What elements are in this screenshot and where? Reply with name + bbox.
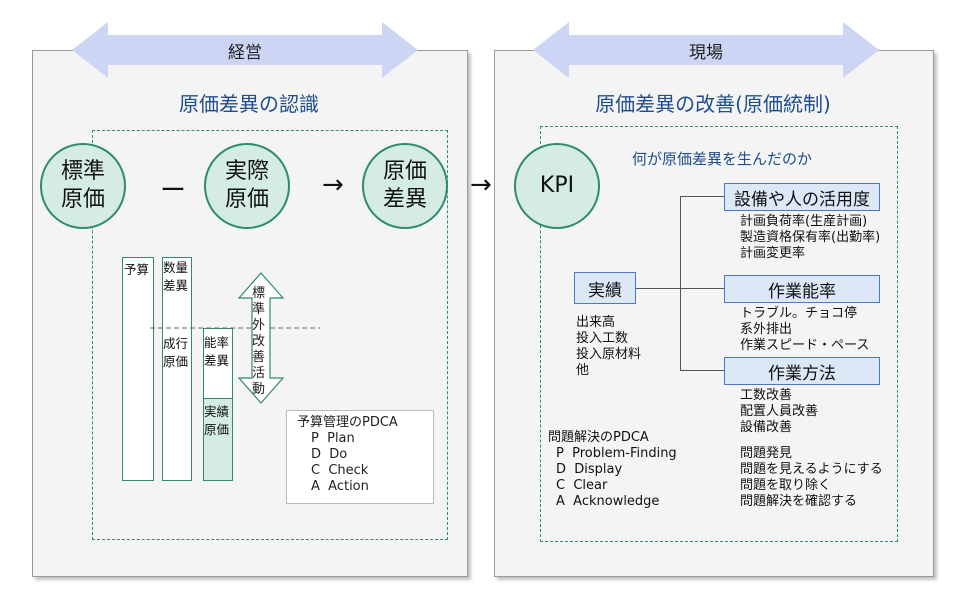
right-panel-title: 原価差異の改善(原価統制) [595,92,831,116]
work-method-item: 設備改善 [740,420,793,435]
budget-bar [122,257,154,481]
budget-pdca-title: 予算管理のPDCA [297,415,398,430]
kpi-circle: KPI [514,143,600,229]
right-dashed-frame [540,126,898,542]
standard-cost-circle: 標準 原価 [40,143,126,229]
field-arrow-icon [533,22,879,78]
budget-label: 予算 [124,262,150,277]
work-efficiency-item: 系外排出 [740,322,793,337]
standard-line [150,327,320,329]
budget-pdca-item: D Do [311,447,348,462]
improvement-up-down-arrow-icon [238,272,284,404]
problem-pdca-meaning: 問題発見 [740,446,793,461]
actual-box: 実績 [574,272,636,304]
management-label: 経営 [228,43,262,63]
improvement-activity-label: 標準外改善活動 [252,286,266,397]
right-panel [494,50,934,577]
actual-item: 投入原材料 [576,347,642,362]
actual-result-cost-label: 実績 原価 [204,404,230,437]
quantity-variance-bar [162,257,192,481]
utilization-item: 計画変更率 [740,246,806,261]
connector-line [636,288,680,289]
work-efficiency-item: 作業スピード・ペース [740,338,870,353]
connector-line [680,196,724,197]
efficiency-variance-label: 能率 差異 [204,335,230,368]
problem-pdca-meaning: 問題解決を確認する [740,494,858,509]
problem-pdca-item: A Acknowledge [556,494,660,509]
utilization-box: 設備や人の活用度 [724,183,880,211]
connector-line [680,370,724,371]
budget-pdca-item: P Plan [311,431,355,446]
work-method-item: 工数改善 [740,388,793,403]
utilization-item: 製造資格保有率(出勤率) [740,230,881,245]
arrow-operator: → [322,170,344,200]
actual-result-cost-bar [203,398,233,481]
actual-item: 投入工数 [576,331,629,346]
problem-pdca-title: 問題解決のPDCA [548,430,649,445]
problem-pdca-item: P Problem-Finding [556,446,677,461]
question-text: 何が原価差異を生んだのか [632,150,813,168]
problem-pdca-item: C Clear [556,478,608,493]
minus-operator: ー [160,176,187,206]
problem-pdca-meaning: 問題を見えるようにする [740,462,883,477]
cost-variance-circle: 原価 差異 [362,143,448,229]
left-panel-title: 原価差異の認識 [179,92,319,116]
quantity-variance-label: 数量 差異 [163,260,189,293]
utilization-item: 計画負荷率(生産計画) [740,214,868,229]
actual-item: 出来高 [576,315,616,330]
work-method-item: 配置人員改善 [740,404,819,419]
actual-cost-circle: 実際 原価 [204,143,290,229]
field-label: 現場 [689,43,723,63]
work-method-box: 作業方法 [724,357,880,385]
panel-connector-arrow: → [470,170,492,200]
budget-pdca-item: C Check [311,463,369,478]
connector-line [680,288,724,289]
budget-pdca-box: 予算管理のPDCA P Plan D Do C Check A Action [286,410,434,504]
result-cost-label: 成行 原価 [163,336,189,369]
management-arrow-icon [72,22,418,78]
problem-pdca-meaning: 問題を取り除く [740,478,832,493]
actual-item: 他 [576,363,590,378]
left-dashed-frame [92,130,448,540]
work-efficiency-item: トラブル。チョコ停 [740,306,858,321]
problem-pdca-item: D Display [556,462,623,477]
work-efficiency-box: 作業能率 [724,275,880,303]
budget-pdca-item: A Action [311,479,369,494]
connector-line [680,196,681,370]
